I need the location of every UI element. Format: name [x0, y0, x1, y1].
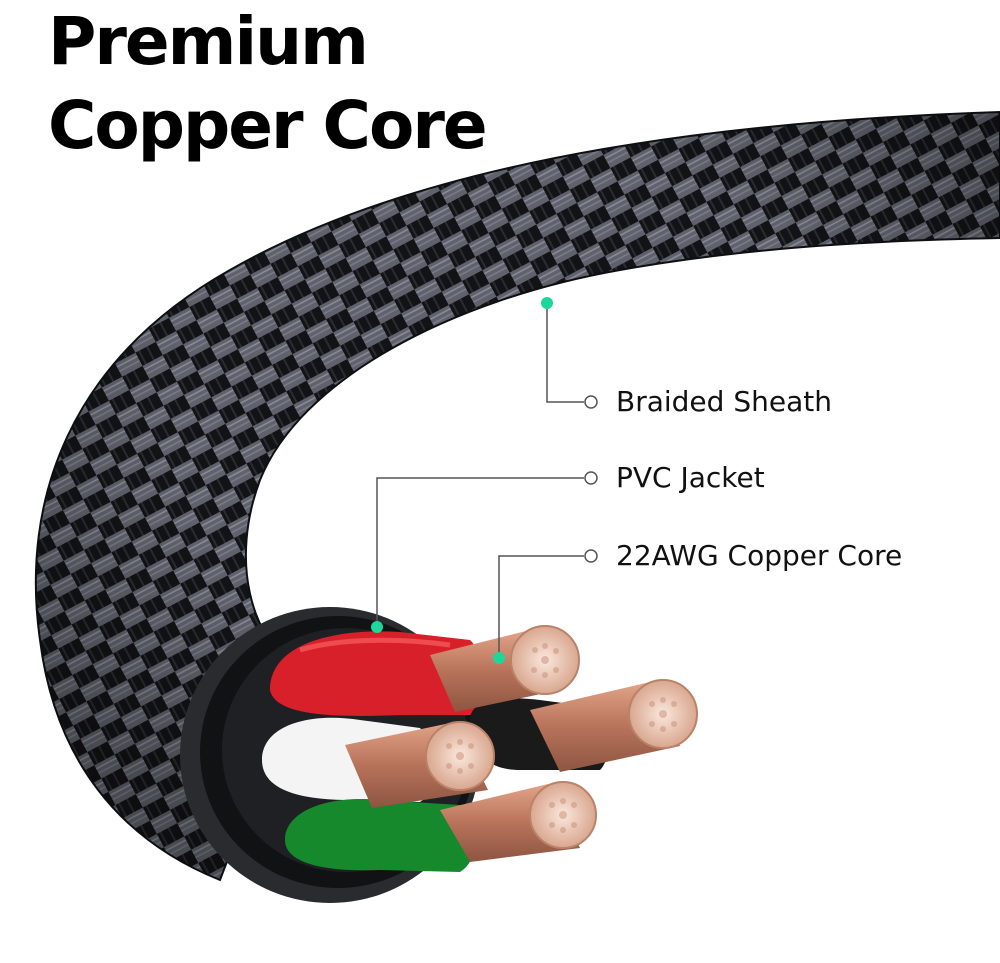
leader-braided-sheath	[546, 303, 584, 403]
leader-copper-core	[498, 555, 584, 658]
callout-ring-pvc-jacket	[584, 471, 598, 485]
copper-strand-texture	[446, 643, 677, 833]
dot-copper-core	[493, 652, 505, 664]
callout-label-braided-sheath: Braided Sheath	[616, 385, 832, 418]
dot-braided-sheath	[541, 297, 553, 309]
callout-label-copper-core: 22AWG Copper Core	[616, 539, 903, 572]
dot-pvc-jacket	[371, 621, 383, 633]
headline-line-1: Premium	[48, 3, 369, 80]
callout-lines	[376, 303, 598, 658]
callout-dots	[371, 297, 553, 664]
headline-line-2: Copper Core	[48, 87, 488, 164]
callout-ring-braided-sheath	[584, 395, 598, 409]
callout-label-pvc-jacket: PVC Jacket	[616, 461, 765, 494]
leader-pvc-jacket	[376, 477, 584, 627]
callout-ring-copper-core	[584, 549, 598, 563]
headline: Premium Copper Core	[48, 0, 488, 168]
